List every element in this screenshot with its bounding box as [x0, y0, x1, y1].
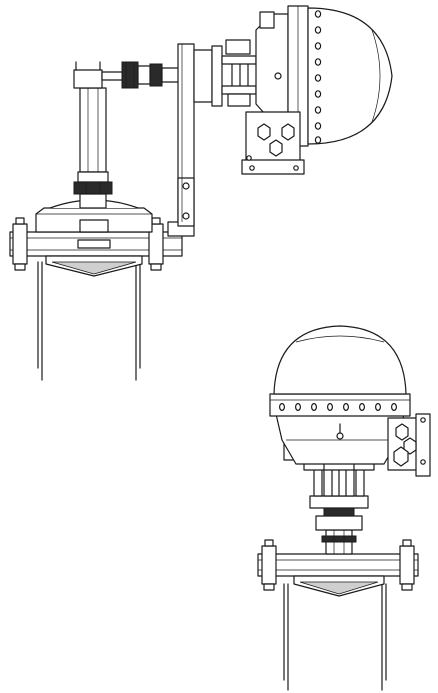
dome-cover-lower	[273, 325, 407, 395]
seal-housing-upper	[35, 199, 153, 249]
flange-lower	[257, 539, 419, 597]
actuator-housing-upper	[255, 5, 393, 147]
hex-plug-icon	[269, 139, 283, 157]
pipe-section-lower	[283, 583, 387, 691]
top-mounted-actuator	[257, 325, 431, 691]
dome-cover-upper	[307, 7, 393, 145]
hex-plug-icon	[395, 423, 409, 441]
dome-bolt-ring-lower	[279, 403, 398, 412]
coupling-stack-lower	[315, 507, 363, 555]
actuator-housing-lower	[275, 413, 405, 465]
hex-plug-icon	[393, 446, 409, 467]
horizontal-shaft	[101, 61, 185, 89]
junction-box-lower	[387, 413, 431, 477]
hex-plug-icon	[257, 123, 271, 141]
shaft-column-upper	[73, 61, 113, 209]
linkage-assembly	[193, 39, 257, 107]
hex-plug-icon	[281, 123, 295, 141]
side-mounted-actuator	[9, 5, 393, 381]
pipe-section-upper	[37, 261, 141, 381]
junction-box-upper	[241, 111, 305, 175]
flange-band-lower	[269, 393, 411, 417]
dome-bolt-ring-upper	[314, 10, 322, 144]
mounting-bracket	[167, 43, 195, 237]
